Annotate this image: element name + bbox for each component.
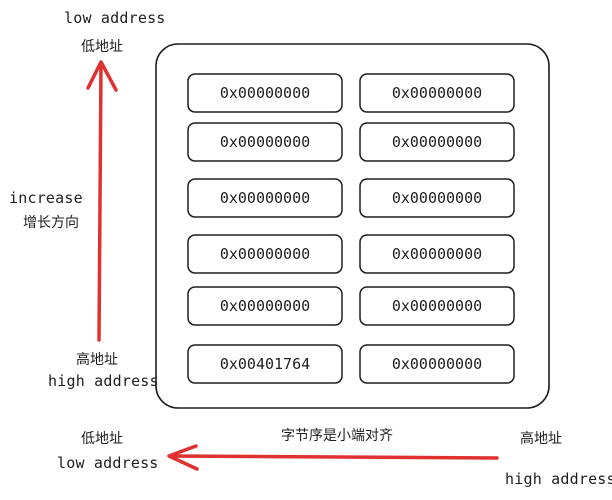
memory-cell <box>187 178 343 218</box>
memory-cell <box>187 73 343 113</box>
memory-cell-value: 0x00000000 <box>220 133 310 151</box>
memory-cell-value: 0x00000000 <box>220 84 310 102</box>
memory-cell <box>359 178 515 218</box>
memory-cell <box>187 234 343 274</box>
memory-cell-value: 0x00401764 <box>220 355 310 373</box>
memory-cell-value: 0x00000000 <box>220 297 310 315</box>
byte-order-arrow <box>167 444 499 471</box>
increase-label: increase <box>9 189 83 207</box>
right-high-address-zh-label: 高地址 <box>520 431 562 447</box>
memory-cell <box>187 286 343 326</box>
memory-cell <box>359 122 515 162</box>
memory-cell-value: 0x00000000 <box>392 355 482 373</box>
bottom-high-address-label: high address <box>48 372 159 390</box>
endianness-caption: 字节序是小端对齐 <box>281 428 393 444</box>
memory-cell-value: 0x00000000 <box>220 245 310 263</box>
memory-cell-value: 0x00000000 <box>392 297 482 315</box>
bottom-low-address-label: low address <box>57 454 159 472</box>
growth-direction-label: 增长方向 <box>23 215 79 231</box>
memory-block <box>155 43 550 409</box>
memory-cell-value: 0x00000000 <box>220 189 310 207</box>
memory-cell <box>187 344 343 384</box>
memory-cell-value: 0x00000000 <box>392 84 482 102</box>
memory-cell <box>187 122 343 162</box>
memory-cell-value: 0x00000000 <box>392 245 482 263</box>
increase-arrow <box>86 60 118 342</box>
memory-cell-value: 0x00000000 <box>392 133 482 151</box>
top-low-address-label: low address <box>64 9 166 27</box>
bottom-low-address-zh-label: 低地址 <box>81 431 123 447</box>
memory-cells: 0x00000000 0x00000000 0x00000000 0x00000000… <box>187 73 515 384</box>
memory-cell-value: 0x00000000 <box>392 189 482 207</box>
memory-cell <box>359 73 515 113</box>
memory-cell <box>359 344 515 384</box>
memory-cell <box>359 286 515 326</box>
right-high-address-label: high address <box>505 470 612 488</box>
top-low-address-zh-label: 低地址 <box>81 39 123 55</box>
bottom-high-address-zh-label: 高地址 <box>76 352 118 368</box>
memory-cell <box>359 234 515 274</box>
